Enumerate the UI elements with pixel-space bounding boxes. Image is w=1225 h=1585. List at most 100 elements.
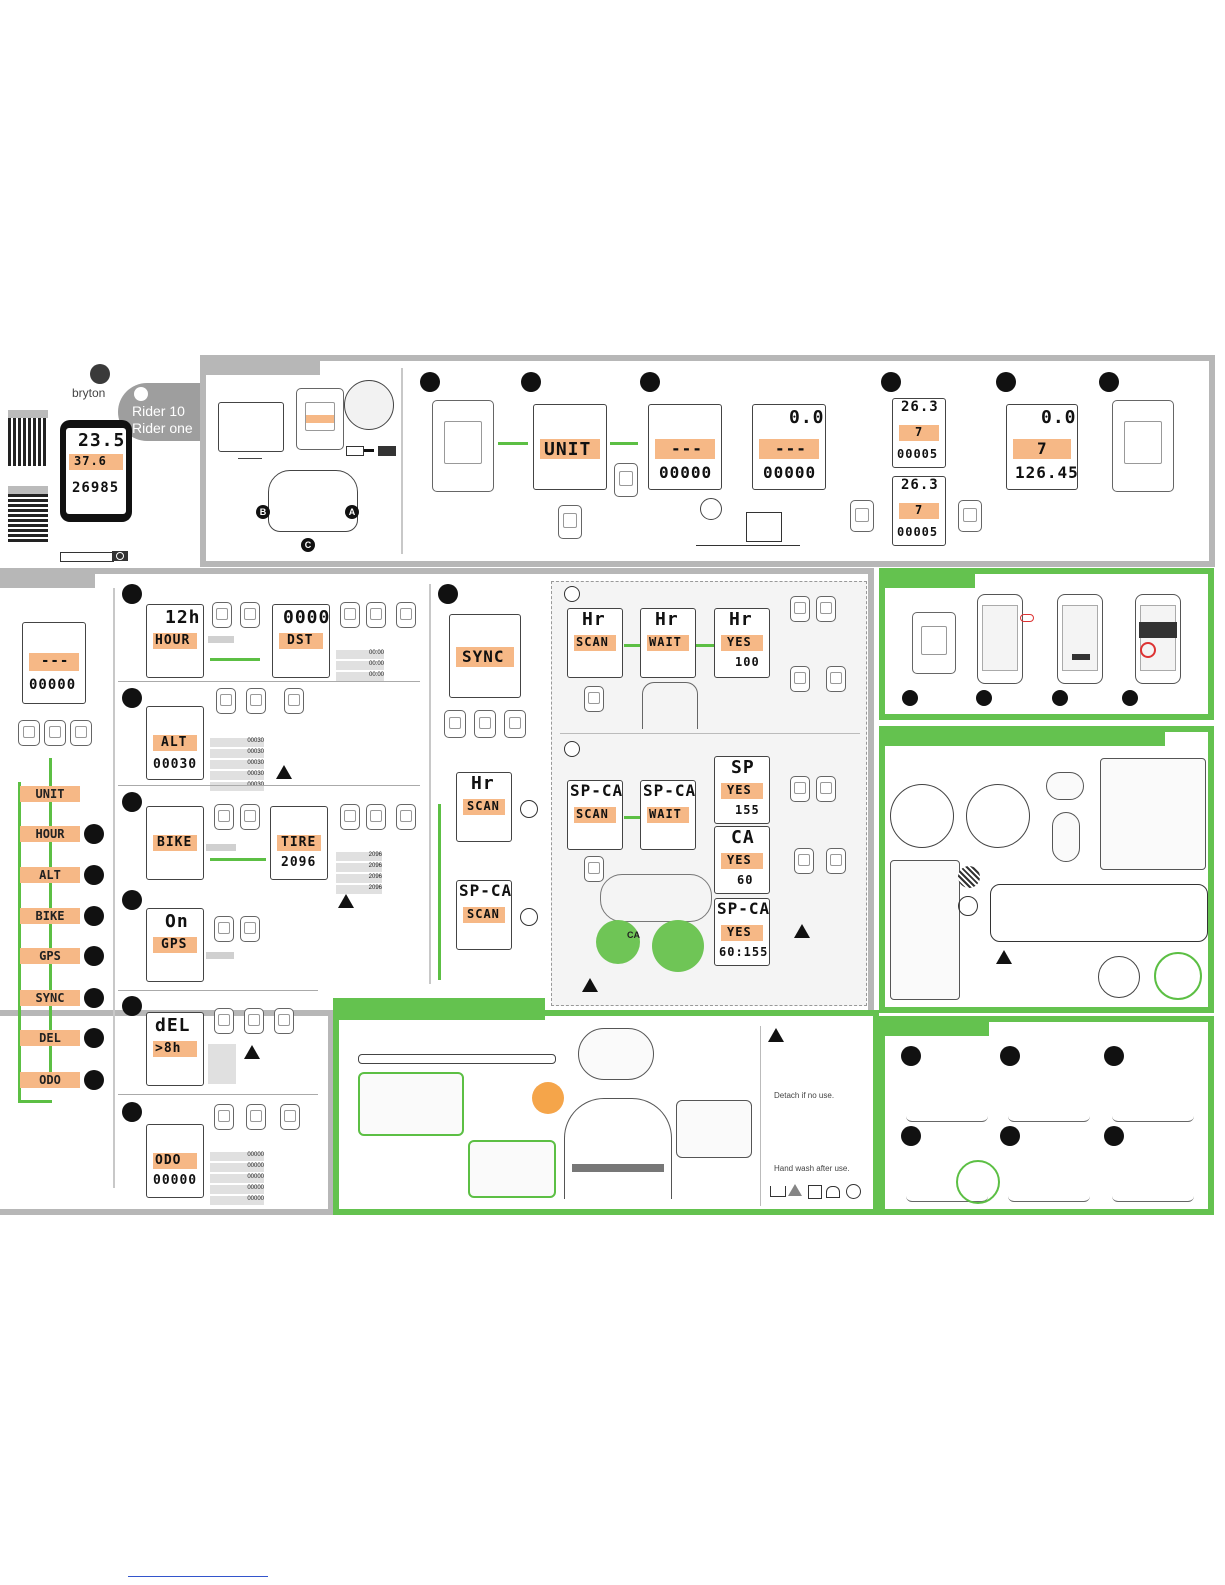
lcd-alt-value: 00030 xyxy=(153,757,198,772)
lcd-bike: BIKE xyxy=(146,806,204,880)
lcd-speed-b: 26.3 7 00005 xyxy=(892,476,946,546)
footer-link[interactable] xyxy=(128,1574,268,1577)
search-button[interactable] xyxy=(112,551,128,561)
bike-icon xyxy=(134,387,148,401)
dock-label-b: B xyxy=(256,505,270,519)
lcd-ride: 0.0 7 126.45 xyxy=(1006,404,1078,490)
lcd-sp-yes-text: YES xyxy=(727,783,752,797)
lcd-hour-label: HOUR xyxy=(155,633,191,648)
dst-values: 00:00 00:00 00:00 xyxy=(336,650,384,681)
lcd-alt-label: ALT xyxy=(161,735,188,750)
detach-text: Detach if no use. xyxy=(774,1091,835,1100)
search-input[interactable] xyxy=(60,552,114,562)
mount-illustration-1 xyxy=(906,1068,988,1122)
menu-badge-1 xyxy=(84,824,104,844)
button-hint xyxy=(396,602,416,628)
menu-item-hour[interactable]: HOUR xyxy=(20,826,80,842)
flow-arrow xyxy=(624,816,640,819)
mount-step-6 xyxy=(1104,1126,1124,1146)
settings-divider xyxy=(113,588,115,1188)
lcd-spca-wait: SP-CA WAIT xyxy=(640,780,696,850)
cover-device-screen: 23.5 37.6 26985 xyxy=(66,428,126,514)
brand-name: bryton xyxy=(72,386,106,400)
device-power-on xyxy=(432,400,494,492)
lcd-unit-text: UNIT xyxy=(544,439,592,460)
cadence-sensor-mount xyxy=(890,860,960,1000)
menu-item-gps[interactable]: GPS xyxy=(20,948,80,964)
section-number-1 xyxy=(122,584,142,604)
settings-lcd-dashes: --- xyxy=(41,653,70,669)
sync-icon[interactable] xyxy=(1140,642,1156,658)
lcd-hr-label-2: Hr xyxy=(655,609,679,630)
satellite-icon xyxy=(700,498,722,520)
lcd-dst-label: DST xyxy=(287,633,314,648)
ground-line xyxy=(696,545,800,546)
sensor-box-a-marker xyxy=(564,586,580,602)
device-sync-press xyxy=(912,612,956,674)
login-button[interactable] xyxy=(1072,654,1090,660)
cover-speed-value: 37.6 xyxy=(74,454,107,468)
button-hint xyxy=(240,916,260,942)
lcd-alt: ALT 00030 xyxy=(146,706,204,780)
lcd-spca-scan: SP-CA SCAN xyxy=(567,780,623,850)
app-sync-tab xyxy=(879,568,975,588)
lcd-hr-yes: Hr YES 100 xyxy=(714,608,770,678)
lcd-del-label: dEL xyxy=(155,1015,191,1036)
button-hint xyxy=(214,804,234,830)
button-hint xyxy=(794,848,814,874)
lcd-zero-2: 00000 xyxy=(763,463,817,482)
section-divider xyxy=(118,990,318,991)
menu-item-sync[interactable]: SYNC xyxy=(20,990,80,1006)
menu-item-unit[interactable]: UNIT xyxy=(20,786,80,802)
lcd-ride-trip: 7 xyxy=(1037,439,1048,458)
lcd-gps-label: GPS xyxy=(161,937,188,952)
tire-value-1: 2096 xyxy=(336,852,382,861)
dst-value-3: 00:00 xyxy=(336,672,384,681)
lcd-speed-b-text: 26.3 xyxy=(901,477,939,493)
button-hint xyxy=(44,720,66,746)
menu-badge-4 xyxy=(84,946,104,966)
lcd-dashes-2: --- xyxy=(775,439,807,458)
lcd-trip-b: 7 xyxy=(915,503,924,517)
bryton-logo-icon xyxy=(90,364,110,384)
lcd-sp-yes: SP YES 155 xyxy=(714,756,770,824)
hand-wash-illustration xyxy=(780,1110,866,1158)
menu-badge-6 xyxy=(84,1028,104,1048)
lcd-dist-b: 00005 xyxy=(897,525,939,539)
dock-label-c: C xyxy=(301,538,315,552)
menu-item-bike[interactable]: BIKE xyxy=(20,908,80,924)
model-line2: Rider one xyxy=(132,420,193,436)
monitor-stand xyxy=(238,450,262,459)
warning-icon xyxy=(276,765,292,779)
lcd-dist-a: 00005 xyxy=(897,447,939,461)
phone-login xyxy=(1057,594,1103,684)
button-hint xyxy=(214,916,234,942)
menu-item-del[interactable]: DEL xyxy=(20,1030,80,1046)
odo-values: 00000 00000 00000 00000 00000 xyxy=(210,1152,264,1205)
settings-panel-tab xyxy=(0,568,95,588)
menu-bar xyxy=(1139,622,1177,638)
magnet-disc xyxy=(958,866,980,888)
lcd-spca-wait-text: WAIT xyxy=(649,807,682,821)
button-hint xyxy=(244,1008,264,1034)
hr-strap-tab xyxy=(333,998,545,1020)
app-sync-panel xyxy=(879,568,1214,720)
warning-icon xyxy=(794,924,810,938)
alt-value-2: 00030 xyxy=(210,749,264,758)
dst-value-1: 00:00 xyxy=(336,650,384,659)
button-hint xyxy=(340,602,360,628)
lcd-spca-label-3: SP-CA xyxy=(717,899,770,918)
lcd-trip-a: 7 xyxy=(915,425,924,439)
lcd-ca-yes: CA YES 60 xyxy=(714,826,770,894)
model-badge: Rider 10 Rider one xyxy=(118,383,206,441)
lcd-gps-value: On xyxy=(165,911,189,932)
cover-device: 23.5 37.6 26985 xyxy=(60,420,132,522)
menu-item-alt[interactable]: ALT xyxy=(20,867,80,883)
menu-flow-line xyxy=(18,782,21,1102)
menu-badge-5 xyxy=(84,988,104,1008)
step-number-5 xyxy=(996,372,1016,392)
toggle-switch[interactable] xyxy=(1020,614,1034,622)
lcd-sp-label: SP xyxy=(731,757,755,778)
lcd-del-value: >8h xyxy=(155,1041,182,1056)
menu-item-odo[interactable]: ODO xyxy=(20,1072,80,1088)
